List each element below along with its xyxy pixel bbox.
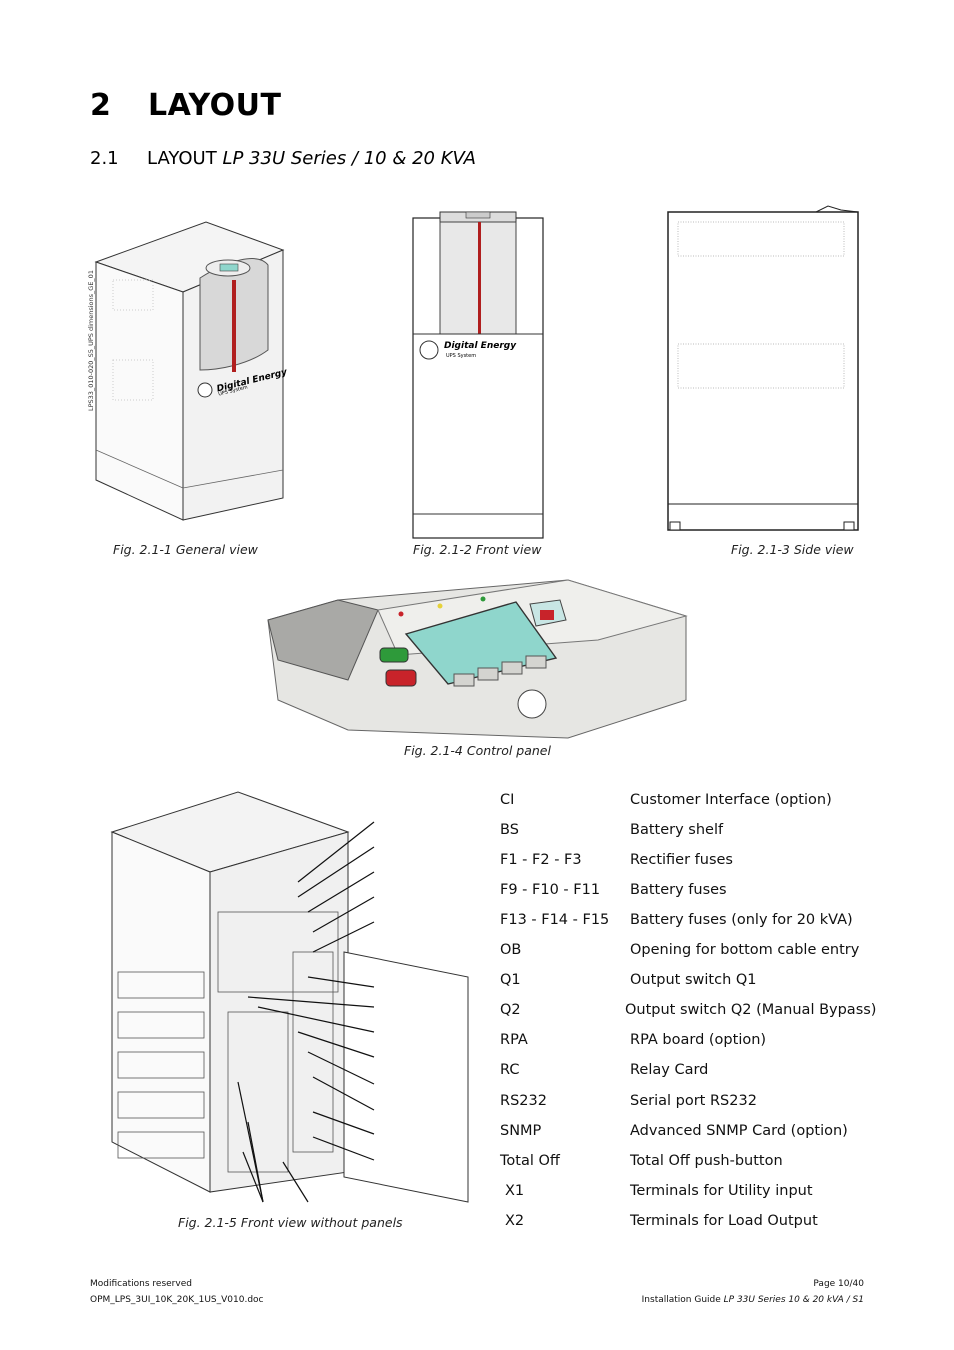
footer-right: Page 10/40 Installation Guide LP 33U Ser… <box>642 1276 864 1308</box>
legend-code: Q1 <box>500 972 521 988</box>
legend-desc: Opening for bottom cable entry <box>630 942 860 958</box>
control-panel-drawing <box>267 579 688 739</box>
front-view-drawing <box>412 211 544 539</box>
footer-guide-title: Installation Guide LP 33U Series 10 & 20… <box>642 1292 864 1308</box>
front-view-caption: Fig. 2.1-2 Front view <box>413 542 542 557</box>
legend-desc: Output switch Q2 (Manual Bypass) <box>625 1002 877 1018</box>
front-view-brand: Digital Energy <box>444 341 517 351</box>
footer-modifications: Modifications reserved <box>90 1279 192 1289</box>
legend-code: Q2 <box>500 1002 521 1018</box>
front-no-panels-caption: Fig. 2.1-5 Front view without panels <box>178 1215 403 1230</box>
general-view-drawing <box>94 221 285 521</box>
legend-desc: Battery fuses <box>630 882 727 898</box>
footer-guide-label: Installation Guide <box>641 1295 724 1305</box>
legend-code: F1 - F2 - F3 <box>500 852 582 868</box>
chapter-number: 2 <box>90 88 112 123</box>
section-title-italic: LP 33U Series / 10 & 20 KVA <box>222 148 476 169</box>
legend-desc: Terminals for Load Output <box>630 1213 818 1229</box>
side-view-drawing <box>667 205 859 531</box>
section-title: LAYOUT <box>147 148 223 169</box>
control-panel-caption: Fig. 2.1-4 Control panel <box>404 743 551 758</box>
legend-code: RPA <box>500 1032 528 1048</box>
legend-desc: Relay Card <box>630 1062 709 1078</box>
legend-desc: RPA board (option) <box>630 1032 767 1048</box>
footer-doc-name: OPM_LPS_3UI_10K_20K_1US_V010.doc <box>90 1295 264 1305</box>
section-heading: 2.1 LAYOUT LP 33U Series / 10 & 20 KVA <box>90 148 476 169</box>
legend-code: Total Off <box>500 1153 560 1169</box>
legend-desc: Battery shelf <box>630 822 724 838</box>
legend-code: RS232 <box>500 1093 547 1109</box>
front-view-brand-sub: UPS System <box>446 353 477 359</box>
general-view-caption: Fig. 2.1-1 General view <box>113 542 258 557</box>
footer-left: Modifications reserved OPM_LPS_3UI_10K_2… <box>90 1276 264 1308</box>
side-view-caption: Fig. 2.1-3 Side view <box>731 542 854 557</box>
legend-code: F9 - F10 - F11 <box>500 882 601 898</box>
legend-desc: Terminals for Utility input <box>630 1183 813 1199</box>
legend-code: X1 <box>505 1183 525 1199</box>
legend-desc: Total Off push-button <box>630 1153 783 1169</box>
footer-guide-product: LP 33U Series 10 & 20 kVA / S1 <box>723 1295 864 1305</box>
chapter-title: LAYOUT <box>148 88 282 123</box>
legend-desc: Customer Interface (option) <box>630 792 832 808</box>
front-no-panels-drawing <box>110 791 469 1203</box>
legend-code: SNMP <box>500 1123 542 1139</box>
legend-desc: Serial port RS232 <box>630 1093 757 1109</box>
footer-page-number: Page 10/40 <box>813 1279 864 1289</box>
legend-desc: Advanced SNMP Card (option) <box>630 1123 848 1139</box>
legend-code: BS <box>500 822 519 838</box>
section-number: 2.1 <box>90 148 119 169</box>
legend-desc: Output switch Q1 <box>630 972 757 988</box>
legend-code: RC <box>500 1062 520 1078</box>
legend-code: F13 - F14 - F15 <box>500 912 610 928</box>
legend-code: X2 <box>505 1213 525 1229</box>
legend-code: OB <box>500 942 522 958</box>
general-view-side-label: LPS33_010-020_S5_UPS dimensions_GE_01 <box>87 270 95 411</box>
chapter-heading: 2 LAYOUT <box>90 88 281 123</box>
legend-desc: Battery fuses (only for 20 kVA) <box>630 912 853 928</box>
legend-code: CI <box>500 792 515 808</box>
legend-desc: Rectifier fuses <box>630 852 733 868</box>
